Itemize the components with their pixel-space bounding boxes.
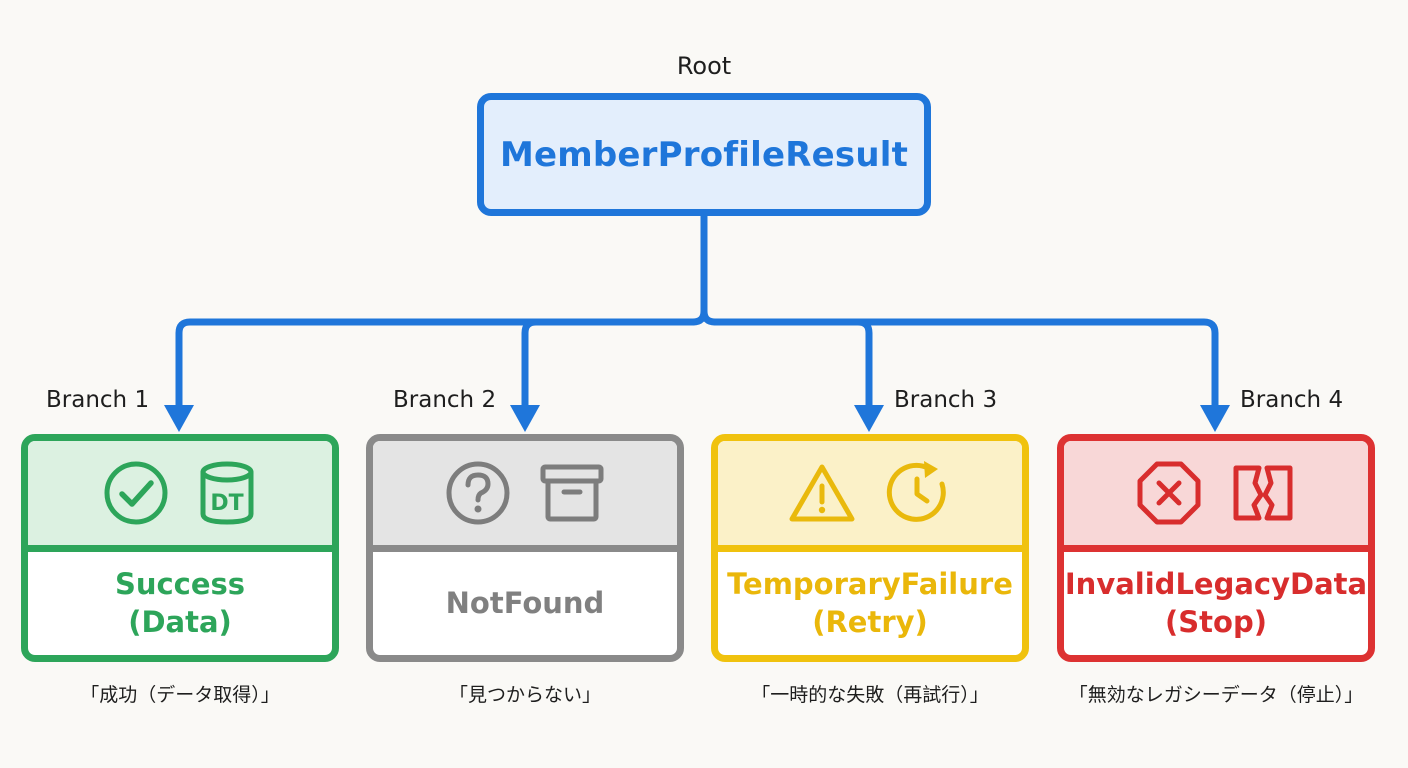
- connector-to-branch-2: [521, 318, 697, 412]
- branch-1-title: Success: [114, 566, 246, 601]
- arrowhead-branch-4: [1200, 405, 1230, 432]
- branch-4-title: InvalidLegacyData: [1064, 566, 1368, 601]
- connector-to-branch-1: [175, 318, 697, 412]
- arrowhead-branch-2: [510, 405, 540, 432]
- connector-trunk: [689, 212, 708, 326]
- branch-1-caption: 「成功（データ取得）」: [80, 684, 280, 706]
- stop-octagon-icon: [1137, 461, 1201, 525]
- branch-2-title: NotFound: [445, 585, 605, 620]
- branch-1-label: Branch 1: [46, 387, 150, 413]
- branch-3-card: TemporaryFailure (Retry): [711, 434, 1029, 662]
- branch-3-caption: 「一時的な失敗（再試行）」: [751, 684, 989, 706]
- arrowhead-branch-1: [164, 405, 194, 432]
- root-title: MemberProfileResult: [499, 134, 909, 175]
- branch-4-icon-panel: [1064, 441, 1368, 552]
- branch-2-text: NotFound: [373, 552, 677, 655]
- question-circle-icon: [446, 461, 510, 525]
- branch-2-card: NotFound: [366, 434, 684, 662]
- warning-triangle-icon: [789, 464, 855, 522]
- branch-2-label: Branch 2: [393, 387, 497, 413]
- connector-to-branch-3: [700, 307, 873, 412]
- connector-to-branch-4: [711, 318, 1219, 412]
- branch-2-caption: 「見つからない」: [448, 684, 601, 706]
- branch-3-label: Branch 3: [894, 387, 998, 413]
- arrowhead-branch-3: [854, 405, 884, 432]
- check-circle-icon: [104, 461, 168, 525]
- archive-box-icon: [540, 464, 604, 522]
- branch-3-text: TemporaryFailure (Retry): [718, 552, 1022, 655]
- root-node: MemberProfileResult: [477, 93, 931, 216]
- branch-1-text: Success (Data): [28, 552, 332, 655]
- branch-2-icon-panel: [373, 441, 677, 552]
- branch-4-caption: 「無効なレガシーデータ（停止）」: [1068, 684, 1364, 706]
- branch-4-subtitle: (Stop): [1165, 604, 1267, 639]
- branch-4-text: InvalidLegacyData (Stop): [1064, 552, 1368, 655]
- branch-3-icon-panel: [718, 441, 1022, 552]
- retry-clock-icon: [886, 461, 946, 522]
- branch-4-label: Branch 4: [1240, 387, 1344, 413]
- broken-file-icon: [1233, 465, 1293, 521]
- branch-3-title: TemporaryFailure: [727, 566, 1013, 601]
- branch-4-card: InvalidLegacyData (Stop): [1057, 434, 1375, 662]
- branch-1-icon-panel: DT: [28, 441, 332, 552]
- database-dt-icon-text: DT: [210, 491, 243, 516]
- root-label: Root: [676, 52, 732, 80]
- branch-1-subtitle: (Data): [128, 604, 232, 639]
- branch-3-subtitle: (Retry): [812, 604, 928, 639]
- database-dt-icon: DT: [200, 461, 254, 525]
- branch-1-card: DT Success (Data): [21, 434, 339, 662]
